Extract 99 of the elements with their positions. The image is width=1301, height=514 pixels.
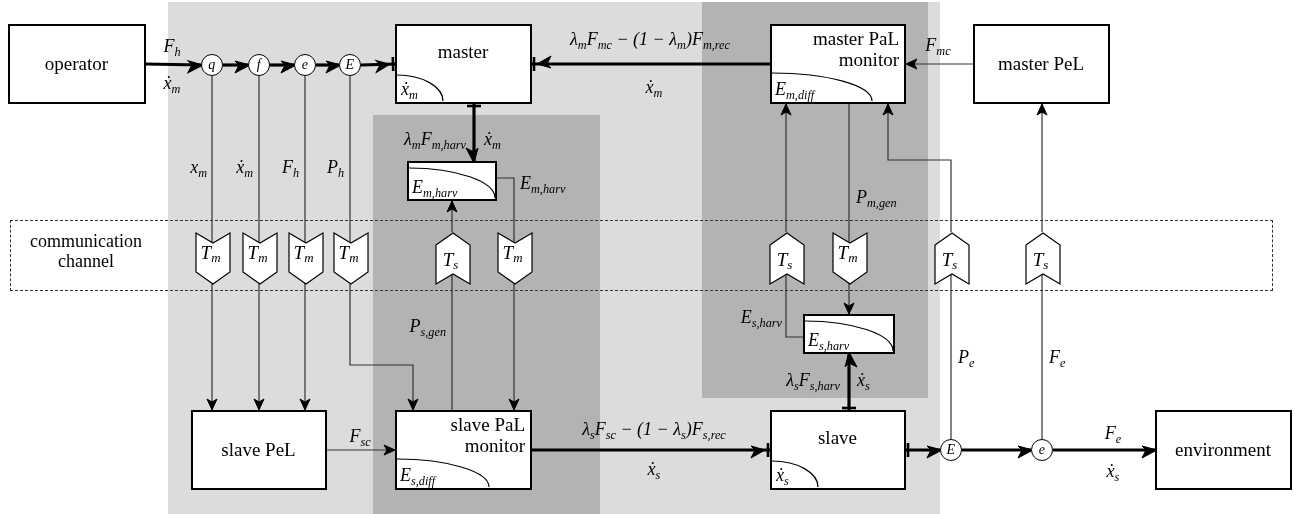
flow-label: ẋ$_{s}$ bbox=[1106, 462, 1120, 482]
signal-arrow bbox=[349, 282, 419, 411]
channel-label: communication channel bbox=[29, 232, 143, 272]
process-box bbox=[973, 24, 1110, 104]
junction-label: E bbox=[345, 57, 355, 73]
delay-label: T$_{s}$ bbox=[776, 249, 793, 270]
edge-label: F$_{e}$ bbox=[1049, 348, 1066, 368]
delay-label: T$_{s}$ bbox=[941, 249, 958, 270]
junction-label: q bbox=[208, 57, 216, 73]
signal-line bbox=[496, 177, 515, 243]
flow-label: ẋ$_{s}$ bbox=[857, 371, 870, 391]
signal-line bbox=[211, 75, 213, 243]
delay-block bbox=[770, 233, 804, 284]
delay-block bbox=[935, 233, 969, 284]
signal-arrow bbox=[1036, 103, 1048, 233]
edge-label: λ$_{m}$F$_{m,harv}$ bbox=[404, 130, 466, 150]
edge-label: E$_{s,harv}$ bbox=[740, 308, 782, 328]
block-label: slave PeL bbox=[221, 439, 296, 460]
edge-label: F$_{mc}$ bbox=[925, 36, 951, 56]
process-box bbox=[407, 161, 497, 201]
signal-arrow bbox=[206, 282, 218, 411]
block-label: environment bbox=[1175, 439, 1271, 460]
signal-line bbox=[304, 75, 306, 243]
bond-arrow bbox=[532, 445, 770, 459]
process-box bbox=[1155, 410, 1292, 490]
edge-label: P$_{e}$ bbox=[958, 348, 975, 368]
edge-label: P$_{h}$ bbox=[326, 158, 344, 178]
process-box bbox=[395, 24, 532, 104]
bond-arrow bbox=[465, 104, 479, 164]
flow-label: ẋ$_{m}$ bbox=[645, 78, 663, 98]
edge-label: F$_{sc}$ bbox=[349, 427, 371, 447]
energy-label: E$_{s,diff}$ bbox=[400, 466, 436, 486]
signal-arrow bbox=[326, 444, 396, 456]
signal-line bbox=[258, 75, 260, 243]
bond-arrow bbox=[532, 55, 770, 69]
process-box bbox=[770, 24, 906, 104]
edge-label: ẋ$_{m}$ bbox=[236, 158, 253, 178]
signal-arrow bbox=[843, 282, 855, 315]
process-box bbox=[770, 410, 906, 490]
signal-arrow bbox=[508, 282, 520, 411]
delay-block bbox=[196, 233, 230, 284]
channel-box bbox=[10, 220, 1273, 291]
flow-label: ẋ$_{m}$ bbox=[163, 74, 181, 94]
block-label: master PeL bbox=[998, 53, 1084, 74]
delay-label: T$_{m}$ bbox=[200, 242, 221, 264]
edge-label: F$_{h}$ bbox=[163, 37, 181, 57]
delay-label: T$_{m}$ bbox=[247, 242, 268, 264]
edge-label: P$_{m,gen}$ bbox=[856, 188, 897, 208]
edge-label: λ$_{s}$F$_{sc}$ − (1 − λ$_{s}$)F$_{s,rec}$ bbox=[582, 420, 726, 440]
signal-arrow bbox=[446, 200, 458, 233]
delay-block bbox=[243, 233, 277, 284]
signal-arrow bbox=[780, 103, 792, 233]
flow-label: ẋ$_{s}$ bbox=[647, 460, 661, 480]
delay-label: T$_{m}$ bbox=[837, 242, 858, 264]
signal-arrow bbox=[905, 58, 974, 70]
junction-circle bbox=[1031, 439, 1053, 461]
delay-block bbox=[436, 233, 470, 284]
delay-label: T$_{s}$ bbox=[442, 249, 459, 270]
delay-label: T$_{m}$ bbox=[502, 242, 523, 264]
signal-line bbox=[349, 75, 351, 243]
energy-label: E$_{s,harv}$ bbox=[808, 331, 850, 351]
junction-label: E bbox=[946, 442, 956, 458]
delay-label: T$_{m}$ bbox=[293, 242, 314, 264]
signal-arrow bbox=[882, 103, 952, 233]
edge-label: E$_{m,harv}$ bbox=[520, 174, 566, 194]
process-box bbox=[191, 410, 327, 490]
process-box bbox=[803, 314, 895, 354]
energy-label: E$_{m,diff}$ bbox=[775, 80, 815, 100]
delay-block bbox=[498, 233, 532, 284]
edge-label: F$_{h}$ bbox=[281, 158, 299, 178]
edge-label: x$_{m}$ bbox=[190, 158, 207, 178]
process-box bbox=[8, 24, 146, 104]
edge-label: P$_{s,gen}$ bbox=[409, 317, 446, 337]
flow-label: ẋ$_{m}$ bbox=[484, 130, 501, 150]
energy-label: ẋ$_{m}$ bbox=[401, 80, 418, 100]
signal-arrow bbox=[299, 282, 311, 411]
edge-label: F$_{e}$ bbox=[1104, 424, 1122, 444]
process-box bbox=[395, 410, 532, 490]
block-label: slave PaL monitor bbox=[449, 415, 525, 457]
block-label: master bbox=[437, 41, 489, 63]
delay-block bbox=[1026, 233, 1060, 284]
junction-label: f bbox=[256, 57, 261, 73]
block-label: operator bbox=[44, 53, 109, 74]
delay-label: T$_{m}$ bbox=[338, 242, 359, 264]
energy-label: ẋ$_{s}$ bbox=[776, 466, 789, 486]
junction-circle bbox=[940, 439, 962, 461]
signal-line bbox=[848, 103, 850, 243]
energy-label: E$_{m,harv}$ bbox=[412, 178, 458, 198]
block-label: slave bbox=[818, 427, 857, 449]
edge-label: λ$_{s}$F$_{s,harv}$ bbox=[786, 371, 840, 391]
edge-label: λ$_{m}$F$_{mc}$ − (1 − λ$_{m}$)F$_{m,rec}$ bbox=[570, 30, 730, 50]
delay-label: T$_{s}$ bbox=[1032, 249, 1049, 270]
block-label: master PaL monitor bbox=[812, 29, 899, 71]
junction-label: e bbox=[1038, 442, 1045, 458]
delay-block bbox=[334, 233, 368, 284]
junction-label: e bbox=[301, 57, 308, 73]
delay-block bbox=[833, 233, 867, 284]
delay-block bbox=[289, 233, 323, 284]
signal-arrow bbox=[253, 282, 265, 411]
